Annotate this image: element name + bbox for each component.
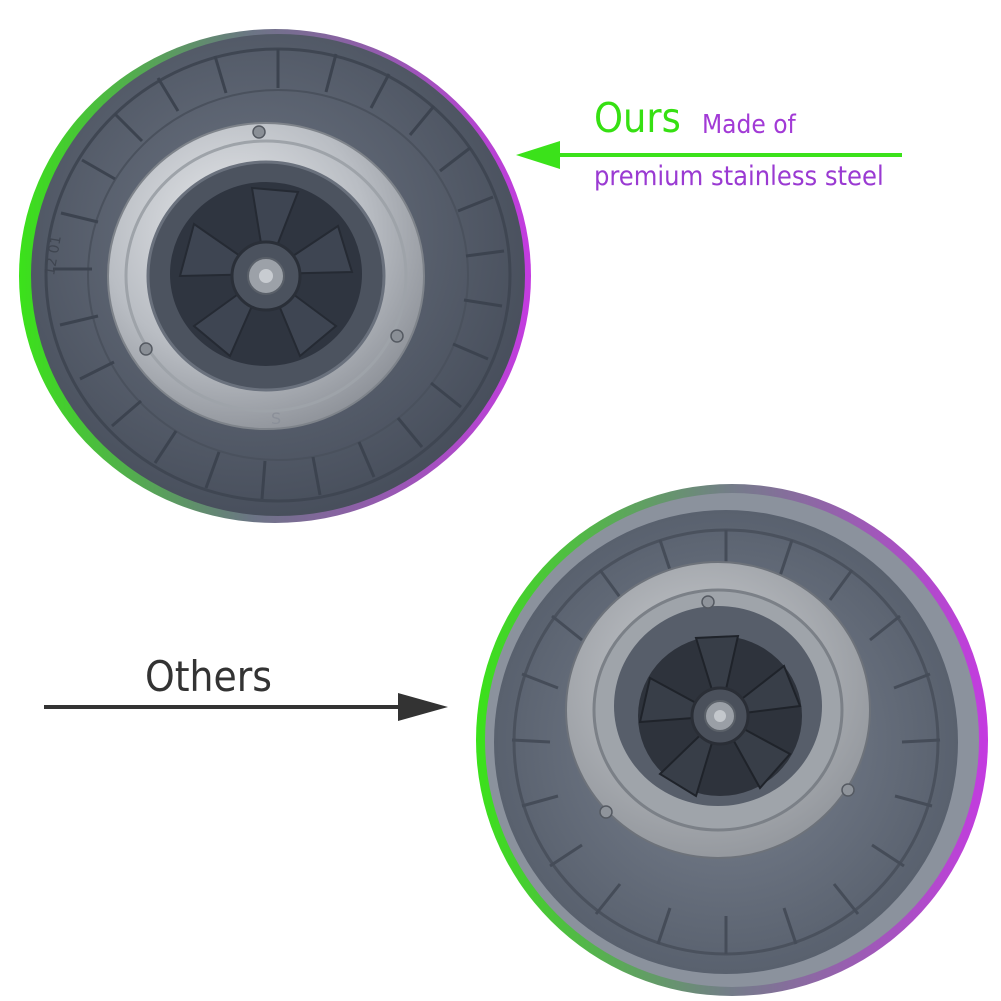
tread-ribs: [53, 49, 505, 500]
others-blender-base-photo: [476, 484, 988, 996]
ours-material-description: premium stainless steel: [594, 161, 884, 192]
others-tread-ribs: [511, 530, 941, 954]
ours-marking-s: S: [271, 409, 281, 428]
others-label: Others: [145, 652, 272, 701]
others-arrow-right-icon: [44, 693, 448, 721]
ours-arrow-left-icon: [516, 141, 902, 169]
ours-marking-date: 12 01: [42, 234, 65, 276]
ours-made-of-text: Made of: [702, 110, 796, 140]
ours-blender-base-photo: S 12 01: [19, 29, 531, 523]
ours-headline: Ours: [594, 94, 681, 142]
